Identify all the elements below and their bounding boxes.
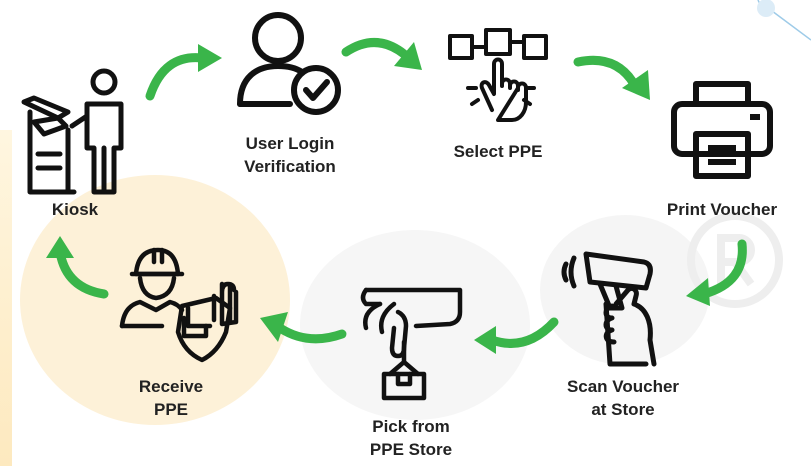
flow-arrow-select-to-print: [573, 55, 650, 100]
flow-arrow-login-to-select: [341, 38, 422, 70]
user-check-icon: [237, 12, 341, 115]
step-label-user-login: User Login Verification: [244, 134, 336, 176]
flow-arrow-scan-to-pick: [474, 317, 559, 354]
step-label-pick-ppe: Pick from PPE Store: [369, 417, 453, 459]
touch-select-icon: [448, 28, 548, 122]
flow-arrow-print-to-scan: [686, 239, 747, 306]
barcode-scanner-icon: [561, 251, 657, 367]
worker-ppe-icon: [119, 247, 239, 363]
step-label-receive-ppe: Receive PPE: [138, 377, 204, 419]
flow-arrow-receive-to-kiosk: [46, 236, 109, 299]
kiosk-user-icon: [21, 68, 124, 195]
step-label-print-voucher: Print Voucher: [666, 200, 778, 219]
printer-icon: [671, 81, 773, 179]
flow-arrow-pick-to-receive: [260, 312, 347, 344]
step-label-select-ppe: Select PPE: [453, 142, 543, 161]
step-label-kiosk: Kiosk: [51, 200, 99, 219]
step-label-scan-voucher: Scan Voucher at Store: [566, 377, 680, 419]
hand-pick-box-icon: [360, 287, 463, 401]
flow-arrow-kiosk-to-login: [145, 44, 222, 101]
